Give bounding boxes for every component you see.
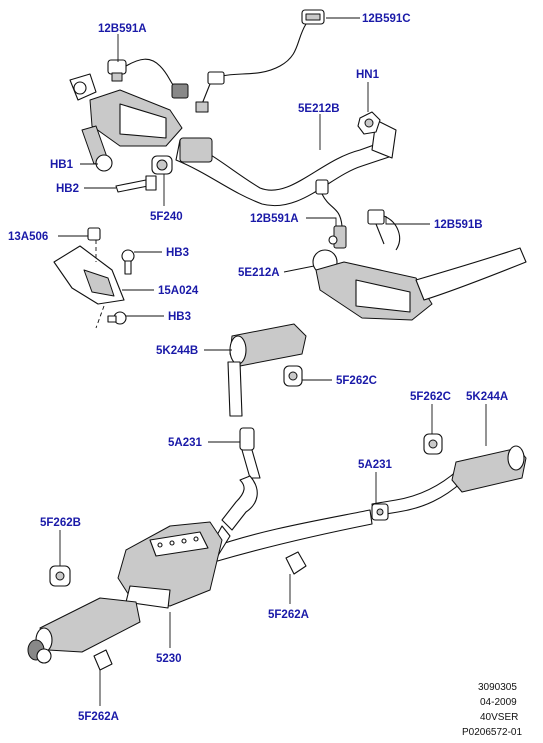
label-5e212b: 5E212B <box>298 103 340 115</box>
clamp-5a231-left <box>239 427 261 479</box>
catalytic-converter-left <box>69 73 183 147</box>
oxygen-sensor-12b591c <box>195 9 325 113</box>
label-hb1: HB1 <box>50 159 74 171</box>
muffler-5k244b <box>227 323 307 417</box>
rubber-insulator-5f262c-right <box>423 433 443 455</box>
footer-code: 3090305 <box>478 682 517 693</box>
label-12b591a-top: 12B591A <box>98 23 147 35</box>
nut-hn1 <box>357 111 381 135</box>
catalytic-converter-right-5e212a <box>312 247 527 321</box>
label-12b591b: 12B591B <box>434 219 483 231</box>
footer-ref: P0206572-01 <box>462 727 522 738</box>
label-5230: 5230 <box>156 653 182 665</box>
leader-lines <box>58 17 487 706</box>
oxygen-sensor-12b591a-mid <box>315 179 347 249</box>
label-5f262c-right: 5F262C <box>410 391 451 403</box>
footer-date: 04-2009 <box>480 697 517 708</box>
bolt-hb3-lower <box>107 311 127 325</box>
callout-labels: 12B591A 12B591C HN1 5E212B HB1 HB2 5F240… <box>8 13 508 723</box>
rubber-insulator-5f262c-left <box>283 365 303 387</box>
label-5f262c-left: 5F262C <box>336 375 377 387</box>
bolt-hb2 <box>115 175 157 193</box>
rubber-insulator-5f262b <box>49 565 71 587</box>
label-5f262b: 5F262B <box>40 517 81 529</box>
front-pipe-5e212b <box>175 119 397 207</box>
flex-joint-hb1 <box>81 125 113 172</box>
label-5k244b: 5K244B <box>156 345 198 357</box>
label-5a231-right: 5A231 <box>358 459 392 471</box>
footer-reference: 3090305 04-2009 40VSER P0206572-01 <box>462 682 522 738</box>
front-pipe-assembly-upper <box>69 9 397 207</box>
label-12b591a-mid: 12B591A <box>250 213 299 225</box>
rear-silencer <box>27 597 141 664</box>
label-hb2: HB2 <box>56 183 79 195</box>
heat-shield-bracket-15a024 <box>53 227 125 329</box>
label-5k244a: 5K244A <box>466 391 508 403</box>
oxygen-sensor-12b591a-top <box>107 58 189 99</box>
label-5a231-left: 5A231 <box>168 437 202 449</box>
muffler-5k244a <box>371 445 527 517</box>
label-hn1: HN1 <box>356 69 380 81</box>
label-15a024: 15A024 <box>158 285 199 297</box>
label-5f262a-mid: 5F262A <box>268 609 309 621</box>
label-5f240: 5F240 <box>150 211 183 223</box>
center-silencer-5230 <box>117 521 223 609</box>
footer-model: 40VSER <box>480 712 518 723</box>
oxygen-sensor-12b591b <box>367 209 401 251</box>
rubber-insulator-5f262a-bottom <box>93 649 113 671</box>
rubber-insulator-5f262a-mid <box>285 551 307 575</box>
label-5f262a-bottom: 5F262A <box>78 711 119 723</box>
label-hb3-upper: HB3 <box>166 247 189 259</box>
label-12b591c: 12B591C <box>362 13 411 25</box>
label-5e212a: 5E212A <box>238 267 280 279</box>
label-hb3-lower: HB3 <box>168 311 191 323</box>
bolt-hb3-upper <box>121 249 135 275</box>
clamp-5a231-right <box>371 503 389 521</box>
intermediate-pipe <box>209 475 373 563</box>
rubber-insulator-5f240 <box>151 155 173 175</box>
label-13a506: 13A506 <box>8 231 48 243</box>
